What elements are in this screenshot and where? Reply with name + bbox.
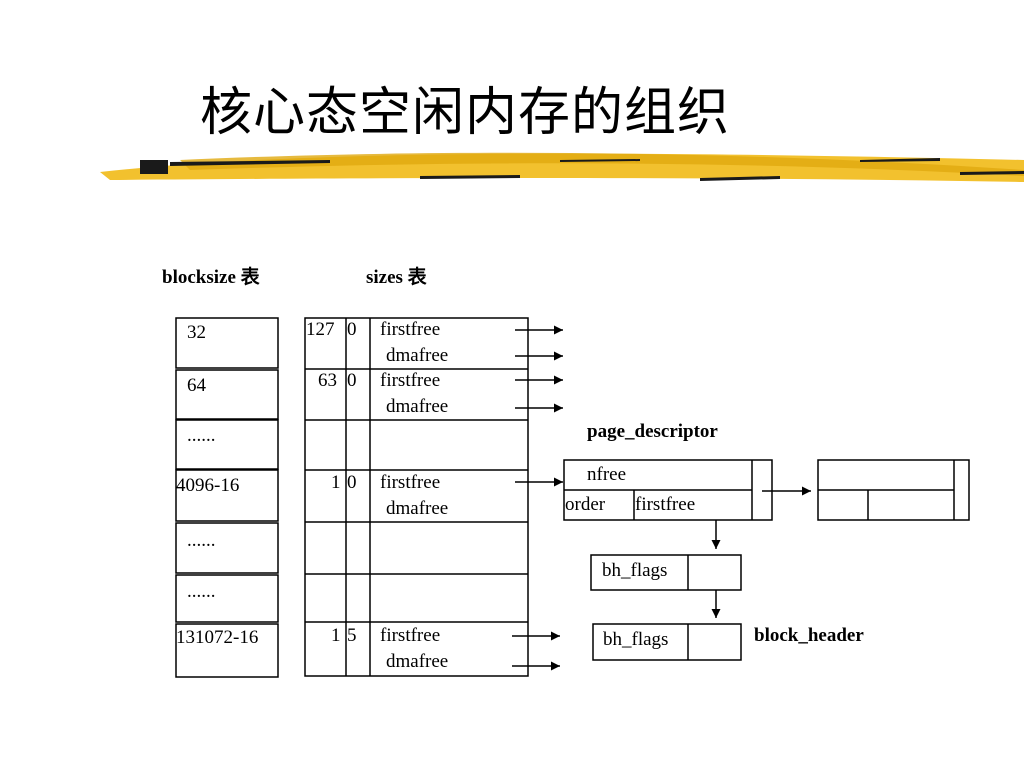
blocksize-cell [175,469,279,522]
blocksize-value: 32 [187,322,206,343]
sizes-firstfree: firstfree [380,319,441,340]
blocksize-value: 64 [187,375,206,396]
sizes-firstfree: firstfree [380,472,441,493]
sizes-dmafree: dmafree [386,396,449,417]
sizes-dmafree: dmafree [386,345,449,366]
blocksize-value: 131072-16 [176,627,259,648]
sizes-count: 63 [318,370,337,391]
sizes-count: 1 [331,625,341,646]
block-header-label: block_header [754,625,864,646]
blocksize-value: ...... [187,530,216,551]
sizes-order: 0 [347,319,357,340]
blocksize-value: ...... [187,581,216,602]
blocksize-cell [175,574,279,623]
block-header-flags: bh_flags [602,560,668,581]
sizes-table-frame [304,317,529,677]
sizes-order: 5 [347,625,357,646]
blocksize-value: 4096-16 [176,475,240,496]
title-underline-brush [100,152,1024,182]
blocksize-cell [175,522,279,574]
sizes-table-header: sizes 表 [366,267,427,288]
page-title: 核心态空闲内存的组织 [200,83,731,143]
blocksize-table-header: blocksize 表 [162,267,260,288]
sizes-count: 1 [331,472,341,493]
block-header-box [590,554,742,591]
sizes-firstfree: firstfree [380,370,441,391]
sizes-order: 0 [347,370,357,391]
sizes-count: 127 [306,319,335,340]
block-header-box [592,623,742,661]
page-descriptor-order: order [565,494,606,515]
page-descriptor-nfree: nfree [587,464,627,485]
sizes-firstfree: firstfree [380,625,441,646]
blocksize-cell [175,623,279,678]
page-descriptor-header: page_descriptor [587,421,718,442]
block-header-flags: bh_flags [603,629,669,650]
sizes-dmafree: dmafree [386,651,449,672]
blocksize-value: ...... [187,425,216,446]
sizes-dmafree: dmafree [386,498,449,519]
sizes-order: 0 [347,472,357,493]
blocksize-cell [175,317,279,369]
blocksize-cell [175,369,279,420]
blocksize-cell [175,419,279,470]
page-descriptor-firstfree: firstfree [635,494,696,515]
